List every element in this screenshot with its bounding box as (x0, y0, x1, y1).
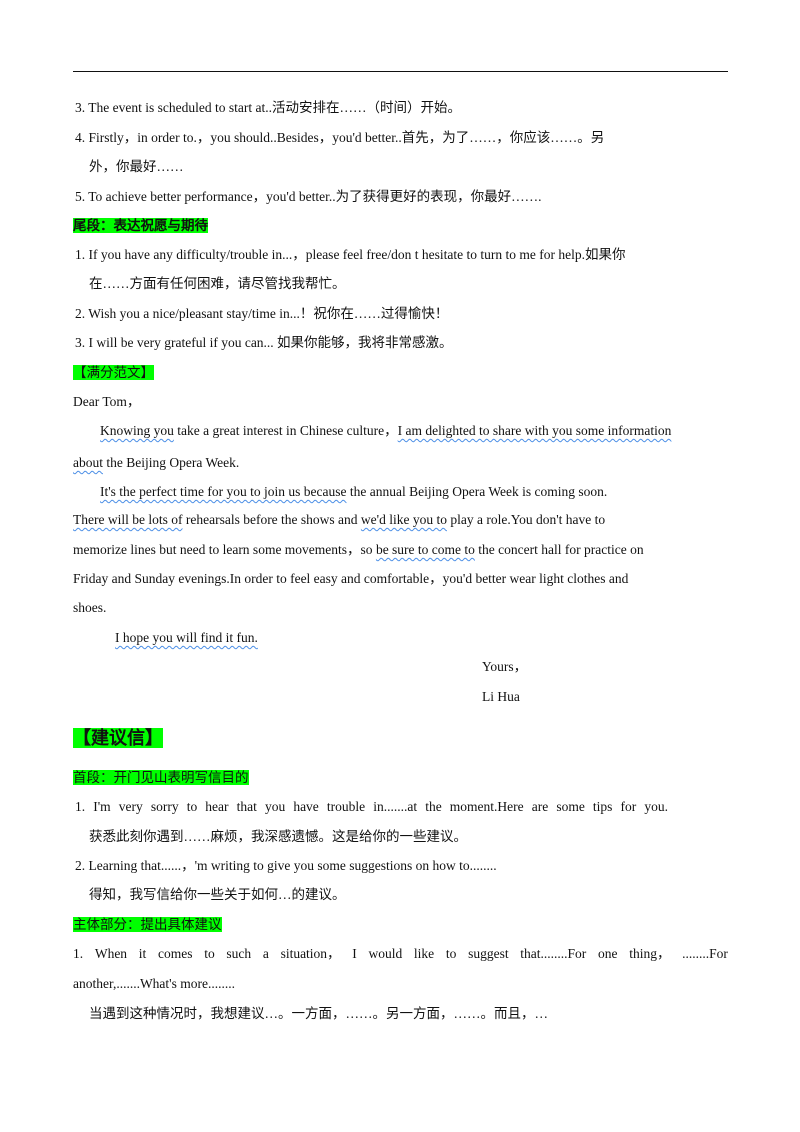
list-item: 4. Firstly，in order to.，you should..Besi… (75, 130, 605, 145)
list-item-continuation: 外，你最好…… (89, 159, 184, 174)
letter-line: There will be lots of rehearsals before … (73, 512, 606, 527)
letter-salutation: Dear Tom， (73, 394, 141, 409)
heading-body: 主体部分：提出具体建议 (73, 917, 222, 932)
letter-closing: Yours， (482, 659, 528, 674)
list-item: 2. Wish you a nice/pleasant stay/time in… (75, 306, 449, 321)
list-item: 3. I will be very grateful if you can...… (75, 335, 453, 350)
list-item: 5. To achieve better performance，you'd b… (75, 189, 542, 204)
letter-line: I hope you will find it fun. (115, 630, 258, 645)
list-item-translation: 得知，我写信给你一些关于如何…的建议。 (89, 887, 346, 902)
list-item: 1. If you have any difficulty/trouble in… (75, 247, 626, 262)
list-item-translation: 当遇到这种情况时，我想建议…。一方面，……。另一方面，……。而且，… (89, 1006, 548, 1021)
list-item-continuation: 在……方面有任何困难，请尽管找我帮忙。 (89, 276, 346, 291)
heading-opening: 首段：开门见山表明写信目的 (73, 770, 249, 785)
letter-line: shoes. (73, 600, 107, 615)
list-item: 3. The event is scheduled to start at..活… (75, 100, 461, 115)
letter-line: It's the perfect time for you to join us… (100, 484, 608, 499)
letter-line: about the Beijing Opera Week. (73, 455, 240, 470)
sample-label: 【满分范文】 (73, 365, 154, 380)
letter-line: Friday and Sunday evenings.In order to f… (73, 571, 629, 586)
header-rule (73, 71, 728, 72)
list-item: 2. Learning that......，'m writing to giv… (75, 858, 497, 873)
letter-signature: Li Hua (482, 689, 520, 704)
heading-ending: 尾段：表达祝愿与期待 (73, 218, 208, 233)
list-item-continuation: another,.......What's more........ (73, 976, 235, 991)
letter-line: memorize lines but need to learn some mo… (73, 542, 644, 557)
letter-line: Knowing you take a great interest in Chi… (100, 423, 672, 438)
list-item-translation: 获悉此刻你遇到……麻烦，我深感遗憾。这是给你的一些建议。 (89, 829, 467, 844)
section-title: 【建议信】 (73, 728, 163, 748)
